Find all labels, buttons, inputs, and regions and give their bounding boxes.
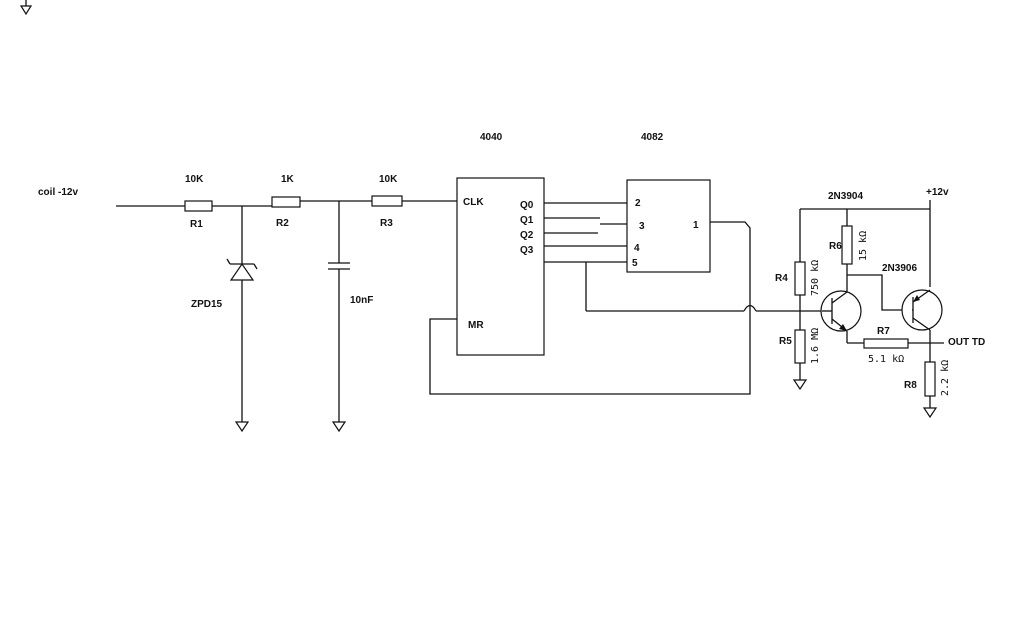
r1-value: 10K bbox=[185, 174, 204, 185]
pin-clk: CLK bbox=[463, 197, 484, 208]
pnp-transistor-q2 bbox=[901, 289, 943, 343]
r2-value: 1K bbox=[281, 174, 295, 185]
input-label: coil -12v bbox=[38, 187, 78, 198]
cap-label: 10nF bbox=[350, 295, 373, 306]
ic-4040-label: 4040 bbox=[480, 132, 503, 143]
corner-ground-icon bbox=[19, 0, 33, 16]
resistor-r5 bbox=[792, 329, 808, 391]
resistor-r7 bbox=[847, 338, 944, 349]
npn-transistor-q1 bbox=[820, 290, 862, 343]
r2-name: R2 bbox=[276, 218, 289, 229]
zener-diode bbox=[226, 206, 258, 422]
r5-value: 1.6 MΩ bbox=[810, 328, 821, 364]
resistor-r6 bbox=[841, 209, 912, 311]
r8-name: R8 bbox=[904, 380, 917, 391]
r6-value: 15 kΩ bbox=[858, 231, 869, 261]
reset-loop-wire bbox=[429, 221, 751, 395]
r3-value: 10K bbox=[379, 174, 398, 185]
gate-pin-5: 5 bbox=[632, 258, 638, 269]
pin-q2: Q2 bbox=[520, 230, 534, 241]
supply-rail bbox=[800, 200, 931, 287]
capacitor bbox=[328, 201, 350, 422]
ic-4040 bbox=[456, 177, 545, 356]
pin-mr: MR bbox=[468, 320, 484, 331]
resistor-r3 bbox=[371, 195, 403, 207]
gate-pin-2: 2 bbox=[635, 198, 641, 209]
gate-pin-3: 3 bbox=[639, 221, 645, 232]
r6-name: R6 bbox=[829, 241, 842, 252]
resistor-r4 bbox=[794, 209, 806, 330]
q2-label: 2N3906 bbox=[882, 263, 917, 274]
gate-pin-1: 1 bbox=[693, 220, 699, 231]
r7-name: R7 bbox=[877, 326, 890, 337]
gate-pin-4: 4 bbox=[634, 243, 640, 254]
r7-value: 5.1 kΩ bbox=[868, 354, 904, 365]
ic-4082 bbox=[626, 179, 711, 273]
output-label: OUT TD bbox=[948, 337, 985, 348]
r1-name: R1 bbox=[190, 219, 203, 230]
ic-4082-label: 4082 bbox=[641, 132, 664, 143]
r4-value: 750 kΩ bbox=[810, 260, 821, 296]
pin-q3: Q3 bbox=[520, 245, 534, 256]
counter-output-wires bbox=[544, 202, 627, 311]
cap-ground-icon bbox=[331, 421, 347, 433]
zener-ground-icon bbox=[234, 421, 250, 433]
r4-name: R4 bbox=[775, 273, 788, 284]
pin-q1: Q1 bbox=[520, 215, 534, 226]
base-drive-wire bbox=[586, 304, 822, 312]
r3-name: R3 bbox=[380, 218, 393, 229]
resistor-r1 bbox=[184, 200, 213, 212]
resistor-r8 bbox=[922, 343, 938, 419]
pin-q0: Q0 bbox=[520, 200, 534, 211]
zener-label: ZPD15 bbox=[191, 299, 223, 310]
q1-label: 2N3904 bbox=[828, 191, 863, 202]
supply-label: +12v bbox=[926, 187, 949, 198]
r8-value: 2.2 kΩ bbox=[940, 360, 951, 396]
r5-name: R5 bbox=[779, 336, 792, 347]
resistor-r2 bbox=[271, 196, 301, 208]
